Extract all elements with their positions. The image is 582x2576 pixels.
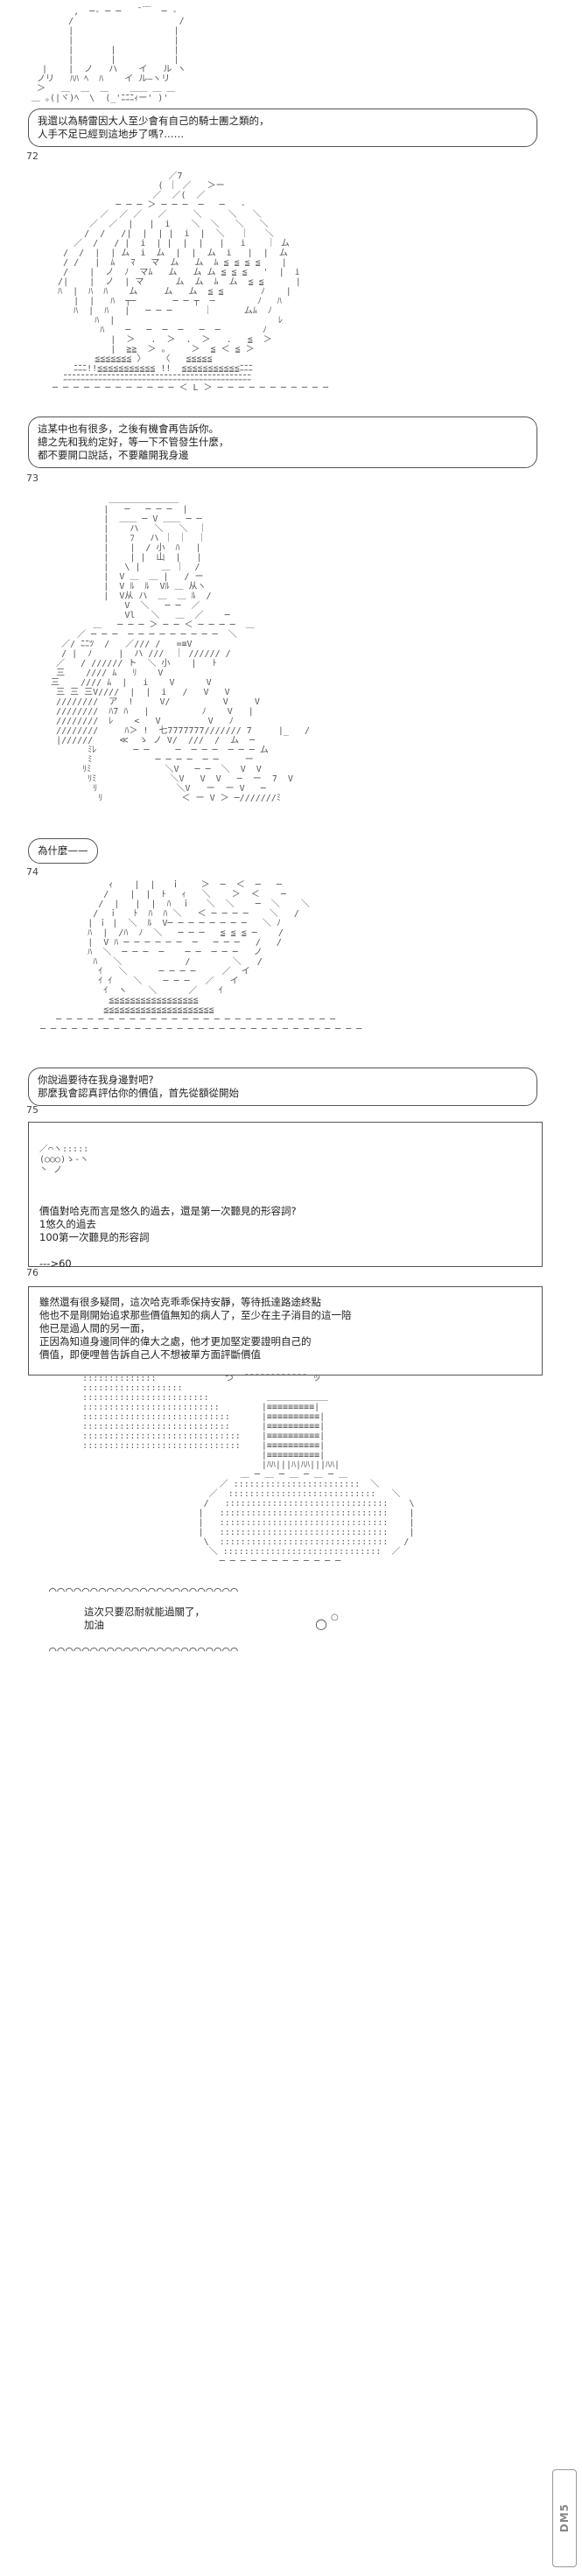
watermark-text: DM5	[558, 2503, 571, 2533]
wavy-bubble-bottom: ⌒⌒⌒⌒⌒⌒⌒⌒⌒⌒⌒⌒⌒⌒⌒⌒⌒⌒⌒⌒⌒⌒⌒	[49, 1643, 239, 1657]
ascii-art-character-72: , ─‐ ─ ─ ̄ ￣ ─ ‐ / / | | | | | | | | | |…	[32, 7, 186, 103]
watermark-logo: DM5	[552, 2469, 577, 2567]
speech-bubble-75: 你說過要待在我身邊對吧? 那麼我會認真評估你的價值，首先從額從開始	[28, 1068, 537, 1106]
dice-box-text: 價值對哈克而言是悠久的過去，還是第一次聽見的形容詞? 1悠久的過去 100第一次…	[39, 1205, 297, 1270]
narration-box: 雖然還有很多疑問，這次哈克乖乖保持安靜，等待抵達路途終點 他也不是剛開始追求那些…	[28, 1286, 543, 1376]
panel-number-73: 73	[26, 472, 39, 484]
panel-number-72: 72	[26, 150, 39, 162]
speech-bubble-73: 這某中也有很多，之後有機會再告訴你。 總之先和我約定好，等一下不管發生什麼， 都…	[28, 416, 537, 468]
bubble-tail-circles: ○○	[315, 1613, 339, 1632]
ascii-art-character-75: ｨ | | ｉ ＞ ─ ＜ ─ ─ / | | ﾄ ｨ ＼ ＞ ＜ ─ / | …	[40, 880, 362, 1034]
wavy-bubble-top: ⌒⌒⌒⌒⌒⌒⌒⌒⌒⌒⌒⌒⌒⌒⌒⌒⌒⌒⌒⌒⌒⌒⌒	[49, 1584, 239, 1598]
speech-bubble-74: 為什麼——	[28, 838, 98, 864]
speech-bubble-72: 我還以為騎雷因大人至少會有自己的騎士團之類的， 人手不足已經到這地步了嗎?……	[28, 108, 537, 147]
ascii-art-character-74: ＿＿＿＿＿＿＿＿ | ─ ─ ─ ─ | | ＿＿ ─ V ＿＿ ─ ─ | ハ…	[51, 495, 310, 803]
ascii-art-character-73: ／7 ( ｜ ／ ＞ー ／ ／( ／ ─ ─ ─ ＞ ─ ─ ─ ─ ─ ‐ ／…	[53, 172, 329, 393]
panel-number-76: 76	[26, 1267, 39, 1278]
panel-number-75: 75	[26, 1104, 39, 1116]
dice-box-76: ／⌒ヽ::::: (○○○)ゝ-ヽ 丶 ノ 價值對哈克而言是悠久的過去，還是第一…	[28, 1122, 543, 1270]
final-speech-text: 這次只要忍耐就能過關了， 加油	[84, 1606, 205, 1631]
ascii-art-character-final: :::::::::::::: つ ̄ ̄ ̄ ̄ ̄ ̄ ̄ ̄ ̄ ̄ ̄ ̄…	[82, 1374, 415, 1566]
dice-face-art: ／⌒ヽ::::: (○○○)ゝ-ヽ 丶 ノ	[39, 1144, 89, 1175]
panel-number-74: 74	[26, 866, 39, 878]
